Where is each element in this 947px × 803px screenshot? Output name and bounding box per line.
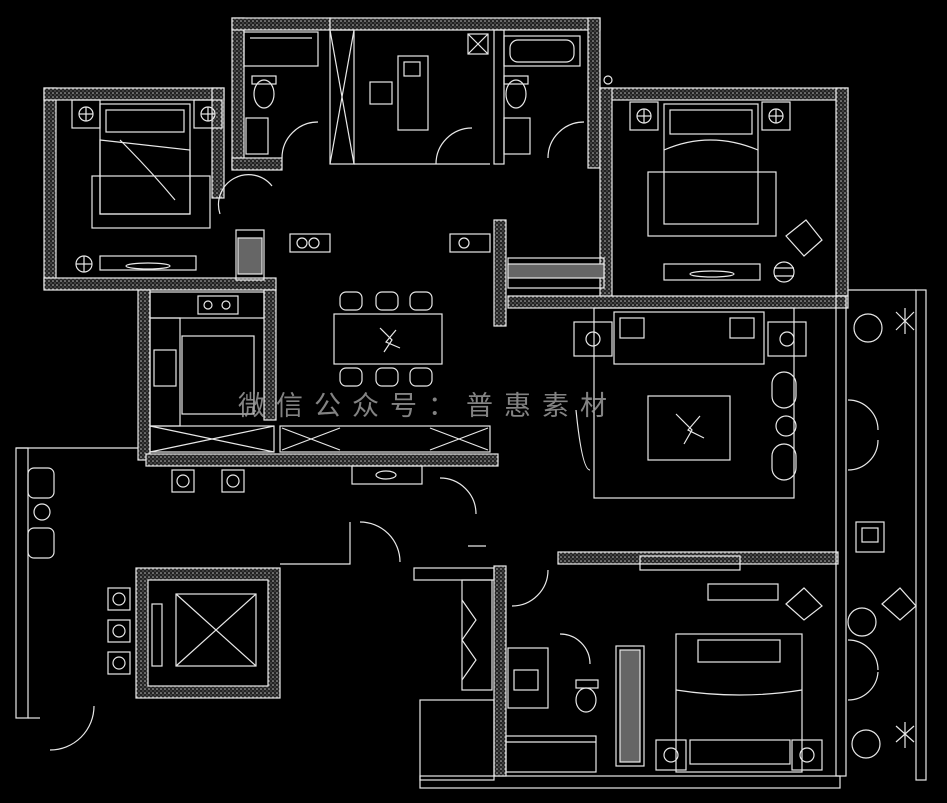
bedroom-top-right — [599, 87, 849, 299]
watermark-text: 微信公众号：普惠素材 — [238, 391, 618, 422]
bathroom-top-right — [493, 17, 613, 169]
bedroom-top-left — [43, 87, 277, 291]
wardrobe-strip — [235, 219, 605, 327]
closet-bottom — [413, 567, 495, 781]
kitchen — [137, 289, 499, 485]
balcony — [785, 289, 927, 781]
bathroom-bottom-center — [493, 565, 599, 777]
living-room — [507, 295, 849, 601]
bedroom-bottom-right — [419, 633, 841, 789]
entry-lobby — [15, 447, 486, 751]
study-room — [329, 17, 601, 165]
bathroom-top-left — [231, 17, 331, 171]
dining-area — [289, 233, 491, 387]
